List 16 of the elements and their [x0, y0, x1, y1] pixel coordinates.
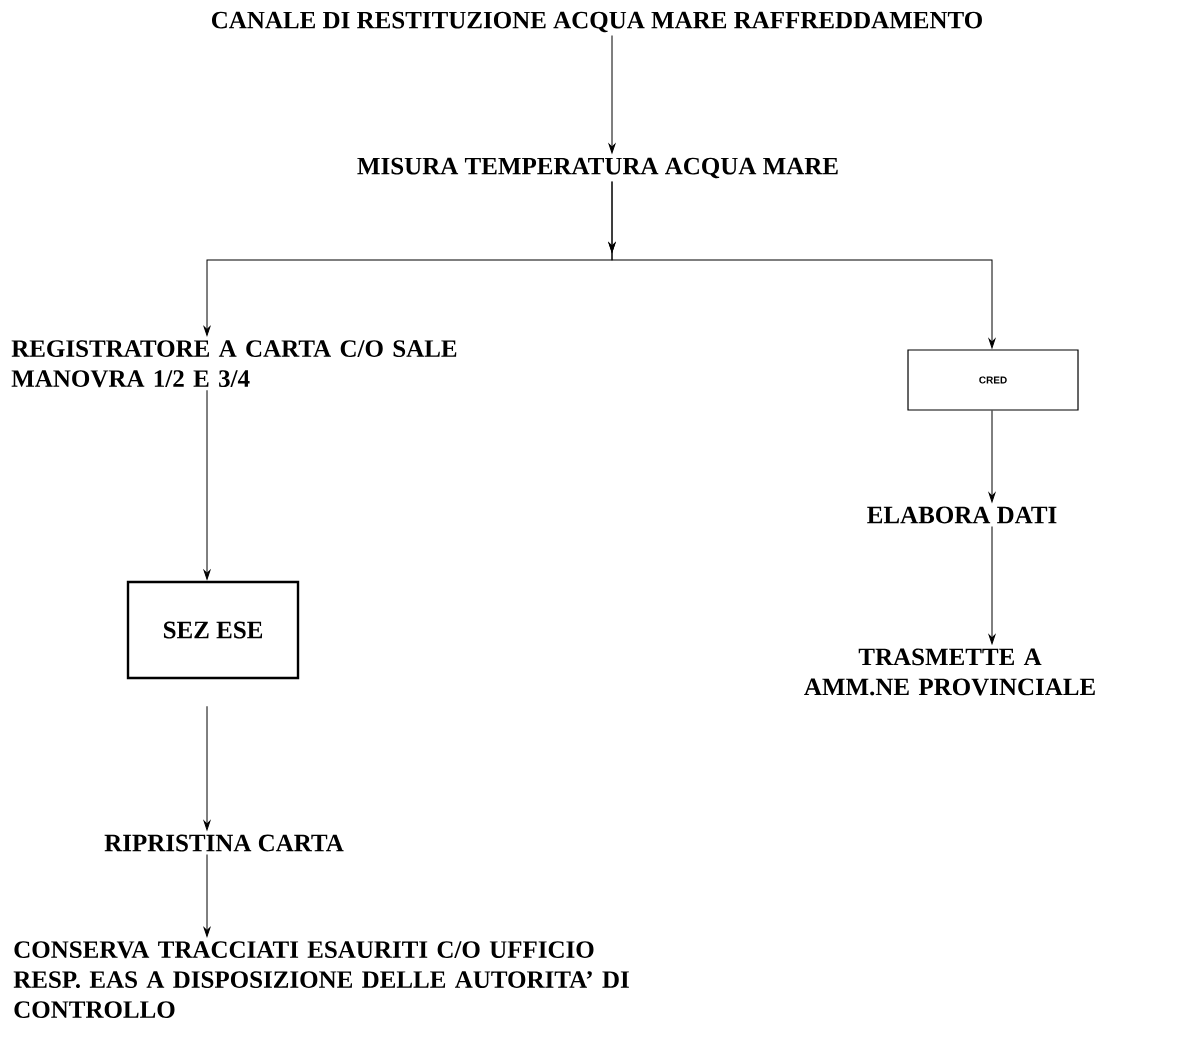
arrow: [203, 854, 211, 937]
flow-text: MISURA TEMPERATURA ACQUA MARE: [357, 157, 838, 179]
arrow: [203, 705, 211, 831]
arrow: [608, 181, 996, 349]
flow-text: CONSERVA TRACCIATI ESAURITI C/O UFFICIO RESP. EAS A DISPOSIZIONE DELLE AUTORITA’ DI CONTROLLO: [13, 941, 629, 1018]
arrow: [988, 526, 996, 645]
flow-text: RIPRISTINA CARTA: [104, 834, 344, 852]
flow-text: TRASMETTE A AMM.NE PROVINCIALE: [804, 648, 1095, 696]
process-box: CRED: [907, 349, 1079, 411]
flow-text: CANALE DI RESTITUZIONE ACQUA MARE RAFFREDDAMENTO: [211, 11, 982, 33]
arrow: [203, 389, 211, 580]
flow-text: ELABORA DATI: [867, 506, 1057, 524]
arrow: [608, 35, 616, 154]
flow-text: REGISTRATORE A CARTA C/O SALE MANOVRA 1/2 E 3/4: [11, 340, 457, 388]
arrow: [988, 410, 996, 503]
process-box: SEZ ESE: [126, 580, 300, 680]
